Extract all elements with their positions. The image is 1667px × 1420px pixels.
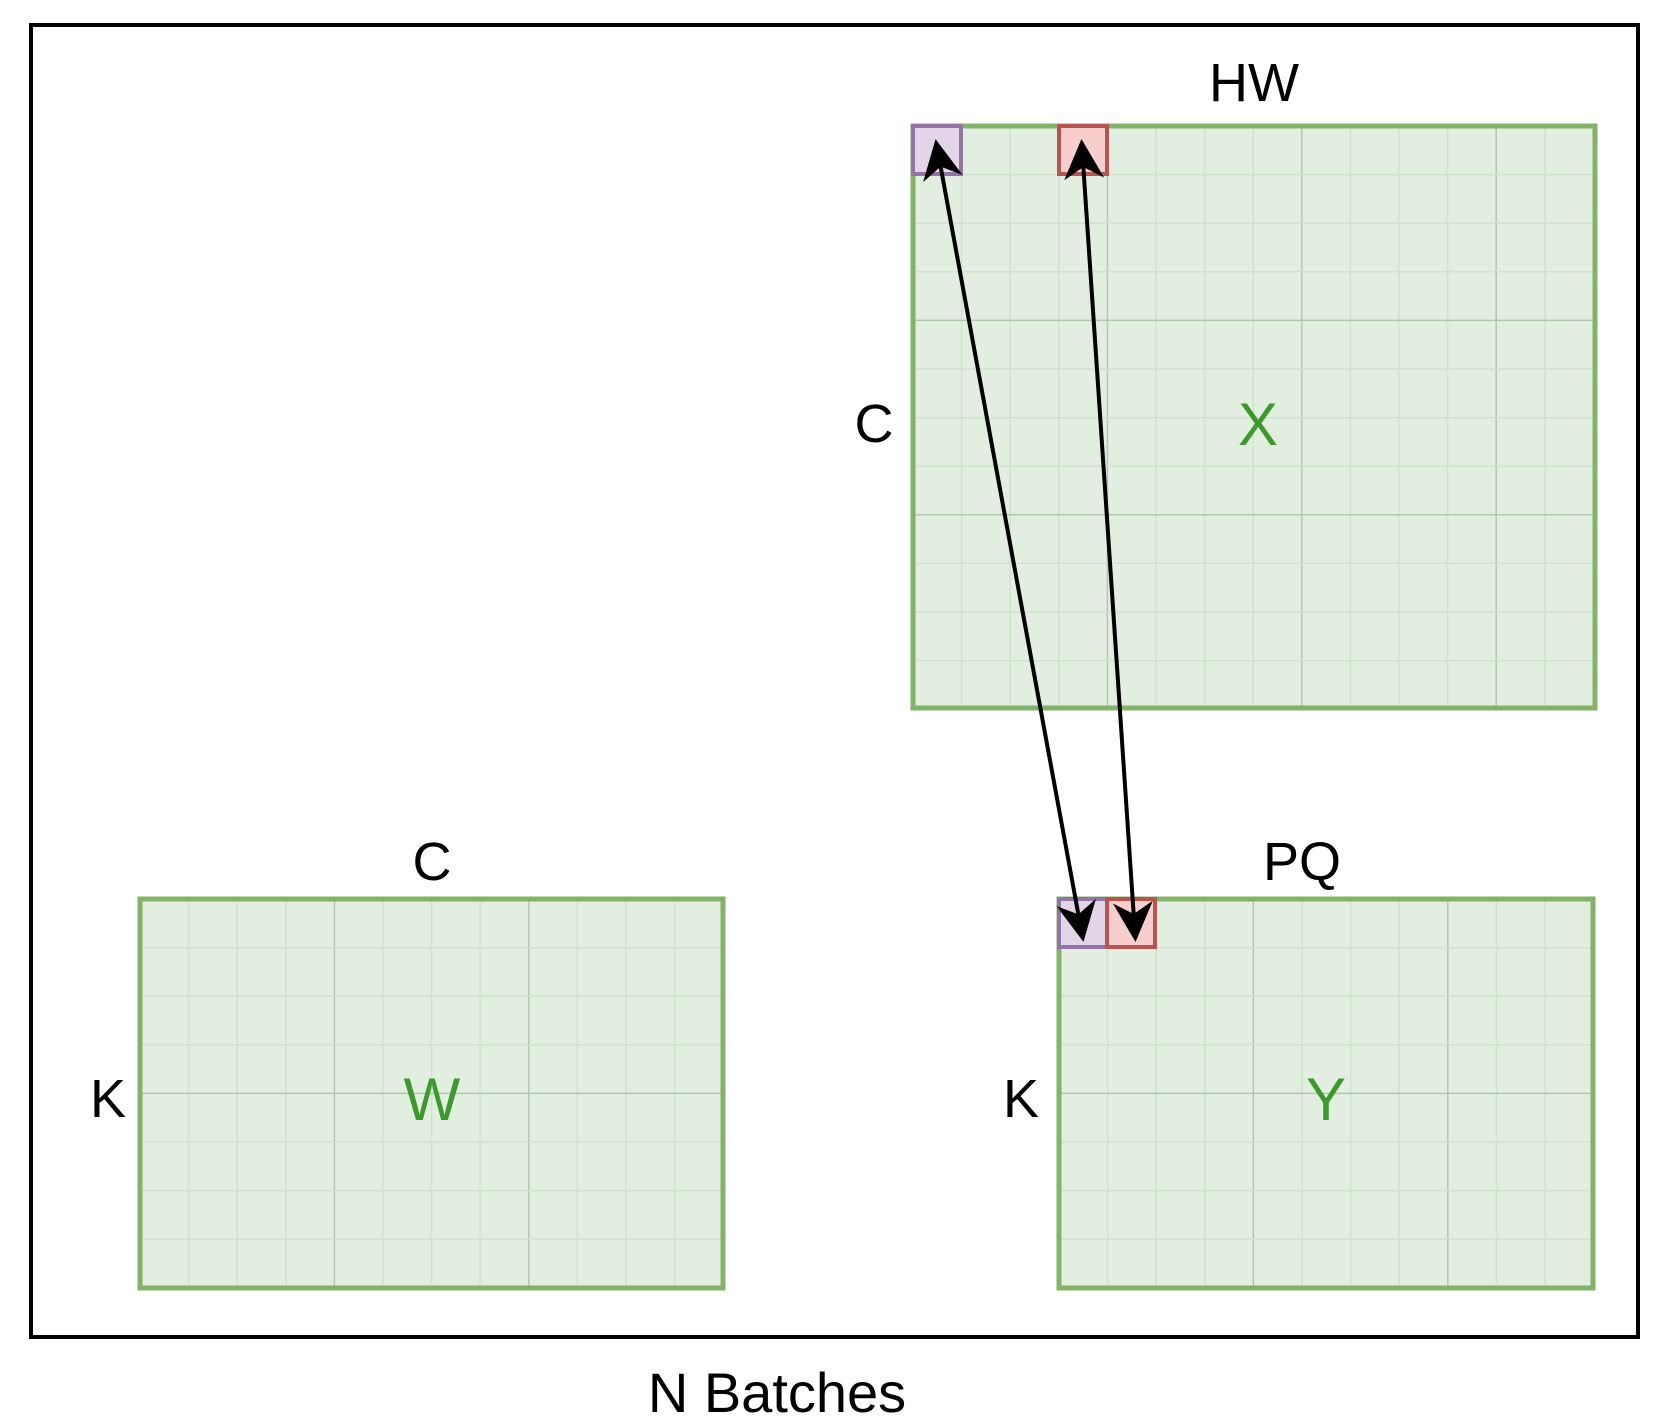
matrix-w xyxy=(137,896,726,1291)
matrix-y-side-label: K xyxy=(1003,1069,1039,1129)
matrix-x-border xyxy=(910,123,1598,711)
diagram-caption: N Batches xyxy=(648,1361,906,1420)
matrix-x-top-label: HW xyxy=(1209,53,1299,113)
arrow-purple xyxy=(923,139,1096,942)
matrix-w-grid xyxy=(140,899,723,1288)
matrix-y-red-cell xyxy=(1105,897,1157,949)
matrix-y xyxy=(1056,896,1596,1291)
matrix-y-purple-cell xyxy=(1057,897,1109,949)
matrix-x-name: X xyxy=(1238,391,1278,458)
batch-frame xyxy=(29,23,1640,1339)
matrix-y-name: Y xyxy=(1306,1066,1346,1133)
matrix-w-top-label: C xyxy=(413,832,452,892)
matrix-y-grid xyxy=(1059,899,1593,1288)
matrix-y-border xyxy=(1056,896,1596,1291)
matrix-y-top-label: PQ xyxy=(1263,832,1341,892)
matrix-w-name: W xyxy=(404,1066,461,1133)
matrix-w-side-label: K xyxy=(90,1069,126,1129)
arrow-red xyxy=(1064,139,1153,942)
matrix-w-border xyxy=(137,896,726,1291)
matrix-x-side-label: C xyxy=(855,394,894,454)
